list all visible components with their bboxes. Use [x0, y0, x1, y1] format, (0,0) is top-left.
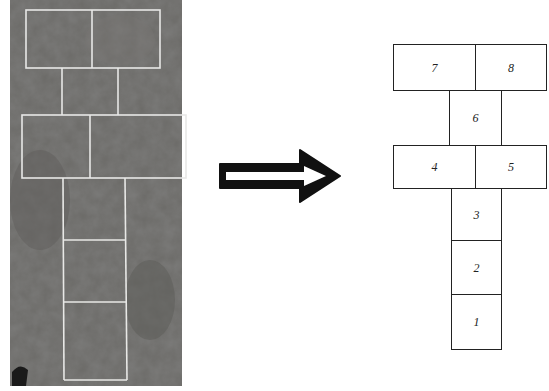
hopscotch-box: 5	[475, 145, 547, 189]
hopscotch-box: 1	[451, 294, 502, 350]
hopscotch-photo	[10, 0, 186, 386]
box-number: 1	[474, 316, 480, 328]
hopscotch-box: 6	[449, 90, 502, 146]
hopscotch-box: 2	[451, 240, 502, 295]
box-number: 5	[508, 161, 514, 173]
box-number: 2	[474, 262, 480, 274]
hopscotch-box: 7	[393, 44, 476, 91]
box-number: 8	[508, 62, 514, 74]
hopscotch-box: 4	[393, 145, 476, 189]
box-number: 7	[432, 62, 438, 74]
hopscotch-box: 8	[475, 44, 547, 91]
box-number: 4	[432, 161, 438, 173]
box-number: 6	[473, 112, 479, 124]
hopscotch-box: 3	[451, 188, 502, 241]
right-arrow	[220, 150, 340, 202]
box-number: 3	[474, 209, 480, 221]
